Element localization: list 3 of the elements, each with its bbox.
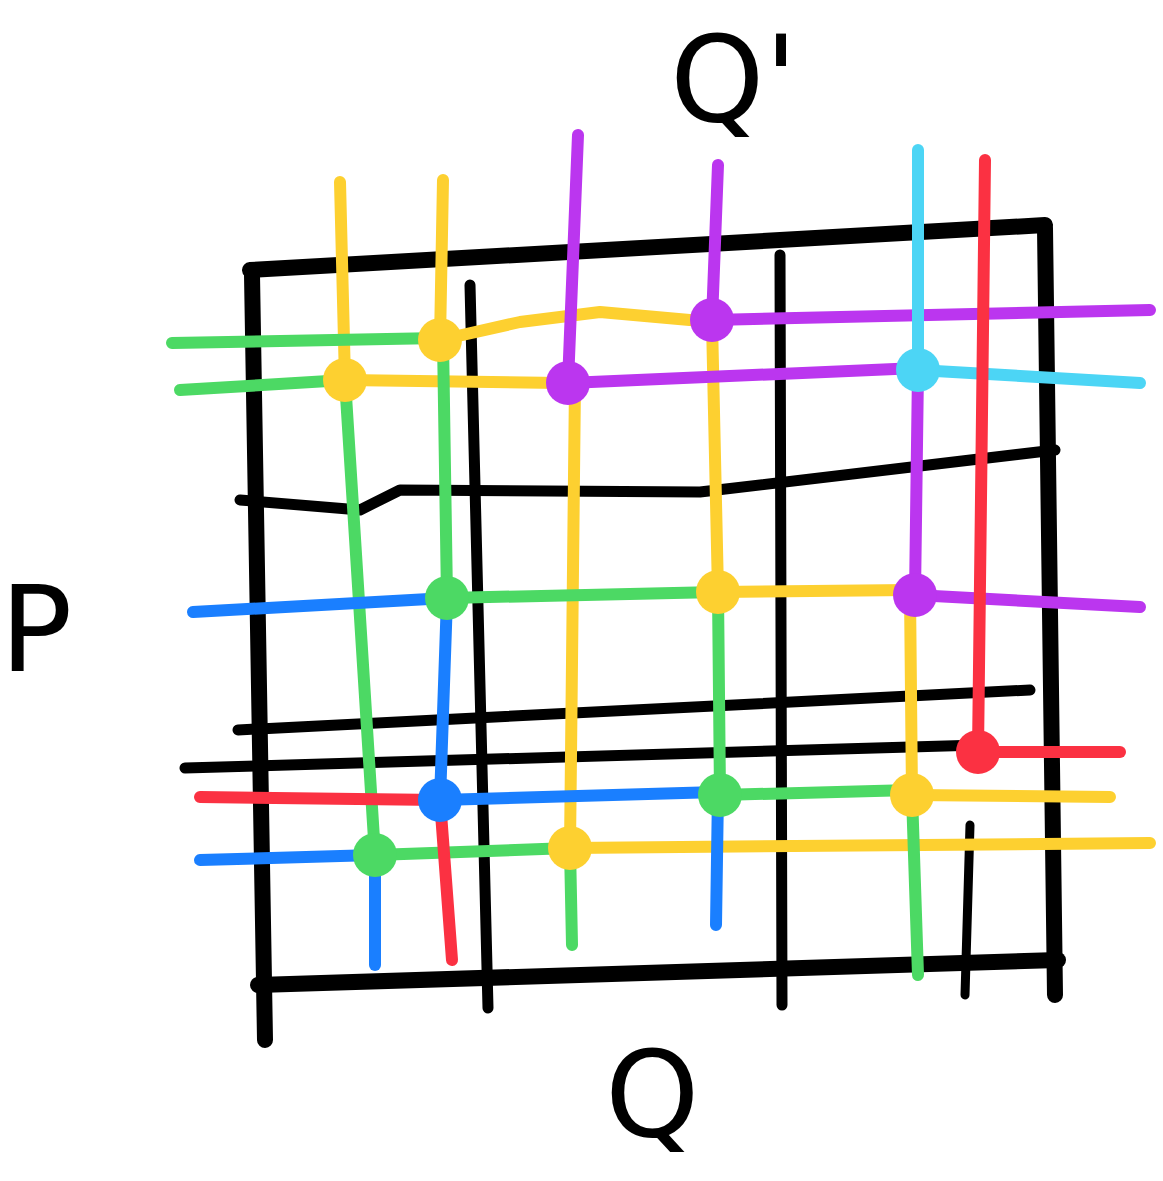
axis-label: P [0, 570, 73, 690]
axis-label: Q [605, 1035, 700, 1155]
axis-label: Q' [670, 20, 798, 140]
